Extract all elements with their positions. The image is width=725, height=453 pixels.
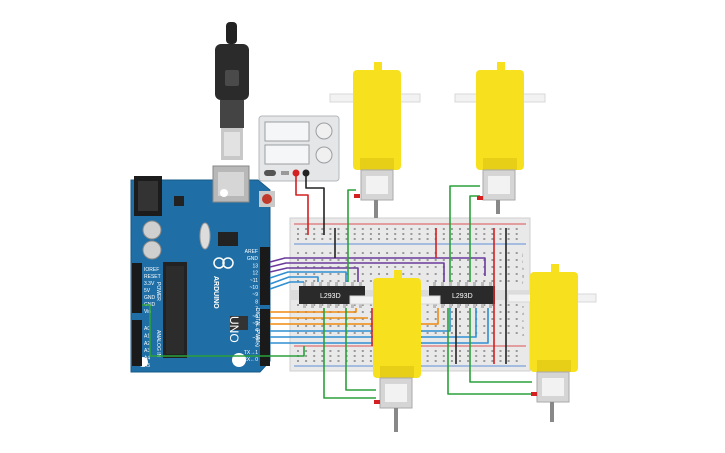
wire-green-motor	[347, 189, 356, 196]
chip-label: L293D	[320, 293, 341, 300]
wire-blue	[269, 281, 304, 290]
l293d-chip-left[interactable]: L293D	[299, 282, 365, 308]
wire-purple	[269, 267, 359, 282]
row-letter: a	[522, 332, 525, 337]
pin-label: 12	[252, 271, 258, 277]
pin-label: ~5	[252, 321, 258, 327]
dc-motor-bottom-center[interactable]	[349, 270, 441, 432]
arduino-brand-text: ARDUINO	[212, 276, 219, 309]
pin-label: A5	[144, 363, 150, 369]
pin-label: RX←0	[243, 357, 258, 363]
row-letter: j	[521, 252, 523, 257]
wire-purple	[269, 262, 445, 282]
chip-label: L293D	[452, 293, 473, 300]
pin-label: 4	[255, 328, 258, 334]
pin-label: 7	[255, 307, 258, 313]
digital-header-label: DIGITAL (PWM~)	[254, 308, 260, 347]
wire-green-motor	[447, 308, 532, 395]
power-supply[interactable]	[258, 115, 340, 182]
arduino-model-text: UNO	[227, 316, 241, 343]
pin-label: 13	[252, 263, 258, 269]
analog-header-label: ANALOG IN	[155, 330, 161, 358]
dc-motor-top-right[interactable]	[454, 62, 546, 214]
wire-orange	[270, 308, 439, 325]
pin-label: 3.3V	[144, 281, 155, 287]
pin-label: RESET	[144, 274, 161, 280]
wire-black-psu	[305, 173, 325, 235]
pin-label: GND	[144, 295, 156, 301]
power-header-label: POWER	[155, 282, 161, 301]
pin-label: ~3	[252, 335, 258, 341]
pin-label: A3	[144, 348, 150, 354]
row-letter: e	[522, 304, 525, 309]
row-letter: b	[522, 325, 525, 330]
pin-label: AREF	[245, 249, 258, 255]
pin-label: A1	[144, 333, 150, 339]
pin-label: A2	[144, 341, 150, 347]
row-letter: g	[522, 273, 524, 278]
pin-label: TX→1	[244, 350, 258, 356]
pin-label: ~10	[250, 285, 259, 291]
row-letter: h	[522, 266, 524, 271]
wire-green-motor	[469, 308, 532, 383]
pin-label: ~6	[252, 314, 258, 320]
l293d-chip-right[interactable]: L293D	[429, 282, 495, 308]
pin-label: 8	[255, 299, 258, 305]
pin-label: Vin	[144, 309, 151, 315]
pin-label: 2	[255, 343, 258, 349]
row-letter: d	[522, 311, 524, 316]
wire-blue	[269, 276, 319, 285]
pin-label: 5V	[144, 288, 151, 294]
wire-green-motor	[345, 308, 376, 391]
pin-label: A4	[144, 356, 150, 362]
pin-label: ~11	[250, 278, 258, 284]
dc-motor-bottom-right[interactable]	[507, 264, 597, 422]
wire-purple	[269, 257, 486, 276]
pin-label: IOREF	[144, 267, 159, 273]
wire-green-motor	[323, 308, 376, 399]
pin-label: A0	[144, 326, 150, 332]
pin-label: ~9	[252, 292, 258, 298]
wire-green-motor	[469, 195, 480, 282]
arduino-brand-logo	[213, 257, 234, 269]
wire-red-psu	[295, 173, 309, 235]
wire-green-gnd	[142, 304, 305, 357]
row-letter: f	[522, 280, 524, 285]
arduino-uno-board[interactable]: ARDUINO UNO POWER ANALOG IN DIGITAL (PWM…	[130, 165, 275, 373]
wire-blue	[270, 308, 451, 332]
wires	[142, 173, 532, 399]
wire-green-motor	[449, 185, 480, 282]
row-letter: i	[522, 259, 523, 264]
row-letter: c	[522, 318, 524, 323]
usb-cable	[215, 22, 249, 160]
pin-label: GND	[247, 256, 259, 262]
dc-motor-top-left[interactable]	[329, 62, 421, 218]
wire-blue	[269, 271, 347, 282]
